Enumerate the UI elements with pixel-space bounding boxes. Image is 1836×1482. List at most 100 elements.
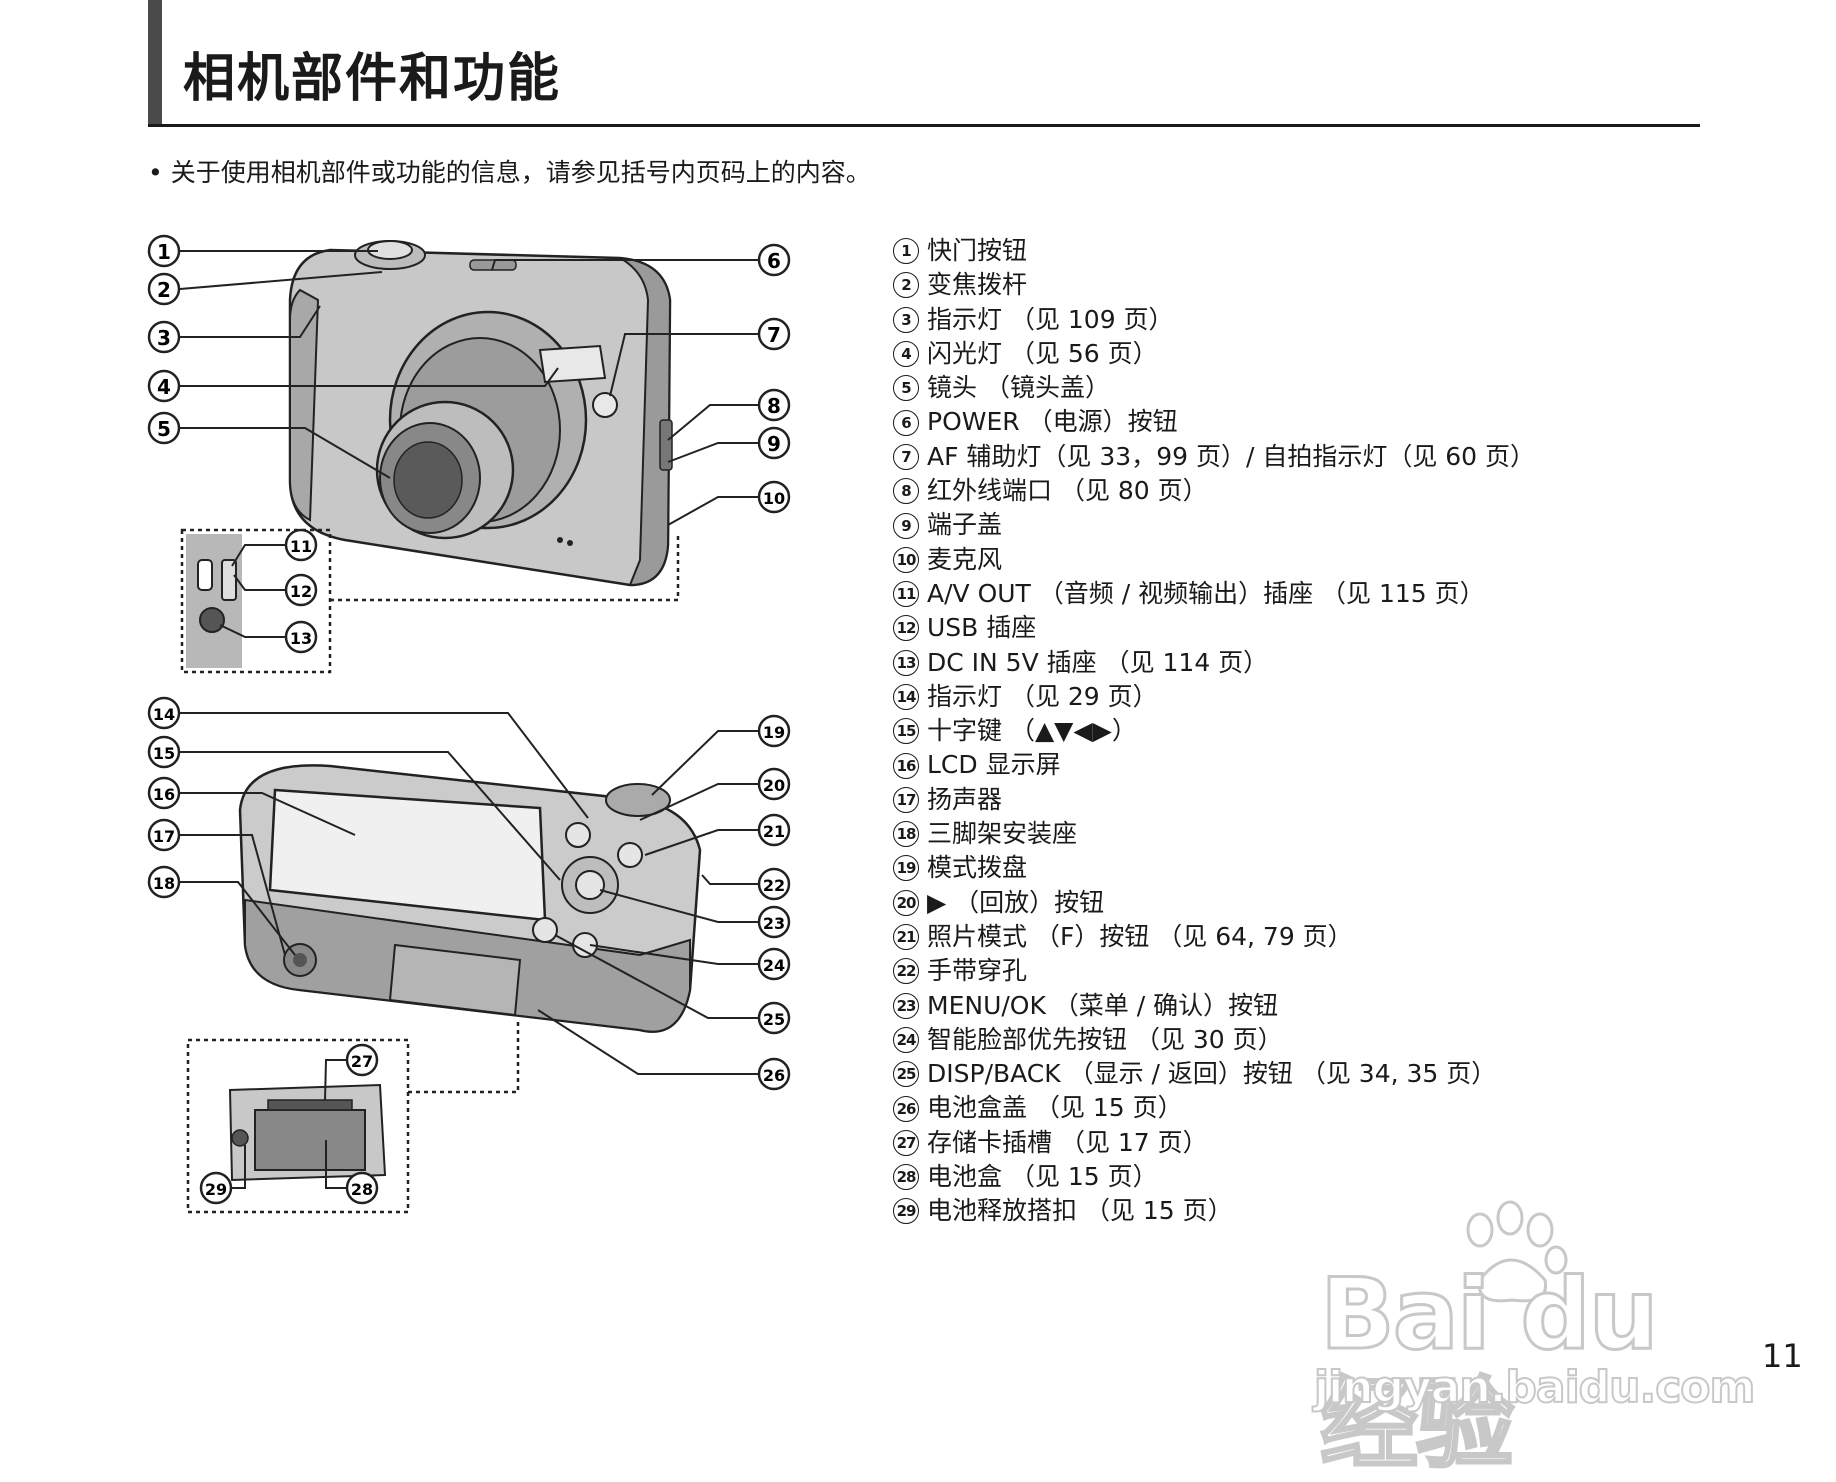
legend-number-badge: 16 <box>893 752 919 779</box>
svg-text:9: 9 <box>767 432 781 456</box>
legend-item: 1 快门按钮 <box>893 234 1535 268</box>
legend-item: 16 LCD 显示屏 <box>893 748 1535 782</box>
legend-item: 11 A/V OUT （音频 / 视频输出）插座 （见 115 页） <box>893 577 1535 611</box>
legend-item: 3 指示灯 （见 109 页） <box>893 303 1535 337</box>
callout-22: 22 <box>757 867 791 901</box>
legend-text: A/V OUT （音频 / 视频输出）插座 （见 115 页） <box>927 578 1485 608</box>
leader-lines <box>179 250 758 1189</box>
legend-text: 电池盒 （见 15 页） <box>927 1162 1158 1192</box>
legend-item: 10 麦克风 <box>893 543 1535 577</box>
legend-item: 14 指示灯 （见 29 页） <box>893 680 1535 714</box>
legend-text: 电池释放搭扣 （见 15 页） <box>927 1196 1233 1226</box>
legend-number-badge: 17 <box>893 786 919 813</box>
legend-number-badge: 22 <box>893 958 919 985</box>
legend-number-badge: 11 <box>893 581 919 608</box>
legend-text: 手带穿孔 <box>927 956 1028 986</box>
callout-18: 18 <box>147 865 181 899</box>
legend-text: 电池盒盖 （见 15 页） <box>927 1093 1183 1123</box>
title-accent-bar <box>148 0 162 126</box>
legend-text: 扬声器 <box>927 784 1003 814</box>
page-title: 相机部件和功能 <box>183 49 562 109</box>
callout-3: 3 <box>147 320 181 354</box>
legend-text: 端子盖 <box>927 510 1003 540</box>
callout-13: 13 <box>284 620 318 654</box>
legend-number-badge: 18 <box>893 821 919 848</box>
legend-text: LCD 显示屏 <box>927 750 1061 780</box>
legend-number-badge: 25 <box>893 1061 919 1088</box>
svg-text:22: 22 <box>763 876 785 895</box>
legend-text: 变焦拨杆 <box>927 270 1028 300</box>
callout-24: 24 <box>757 947 791 981</box>
legend-text: MENU/OK （菜单 / 确认）按钮 <box>927 990 1279 1020</box>
legend-text: DC IN 5V 插座 （见 114 页） <box>927 647 1269 677</box>
svg-text:21: 21 <box>763 822 785 841</box>
svg-text:17: 17 <box>153 827 175 846</box>
watermark-url: jingyan.baidu.com <box>1313 1361 1756 1414</box>
legend-text: 红外线端口 （见 80 页） <box>927 476 1208 506</box>
legend-item: 25 DISP/BACK （显示 / 返回）按钮 （见 34, 35 页） <box>893 1057 1535 1091</box>
legend-item: 20▶ （回放）按钮 <box>893 886 1535 920</box>
svg-text:27: 27 <box>351 1052 373 1071</box>
legend-number-badge: 2 <box>893 272 919 299</box>
legend-text: DISP/BACK （显示 / 返回）按钮 （见 34, 35 页） <box>927 1059 1497 1089</box>
svg-text:5: 5 <box>157 417 171 441</box>
legend-number-badge: 9 <box>893 512 919 539</box>
legend-text: 模式拨盘 <box>927 853 1028 883</box>
svg-text:20: 20 <box>763 776 785 795</box>
callout-9: 9 <box>757 426 791 460</box>
legend-text: 存储卡插槽 （见 17 页） <box>927 1127 1208 1157</box>
paw-logo-icon <box>1466 1200 1568 1303</box>
svg-text:28: 28 <box>351 1180 373 1199</box>
legend-number-badge: 3 <box>893 306 919 333</box>
page-number: 11 <box>1762 1337 1803 1375</box>
svg-text:14: 14 <box>153 705 175 724</box>
svg-text:2: 2 <box>157 278 171 302</box>
legend-text: 快门按钮 <box>927 236 1028 265</box>
camera-diagram: 1 2 3 4 5 6 7 8 9 10 11 12 13 14 15 16 1… <box>147 234 791 1214</box>
legend-text: 镜头 （镜头盖） <box>927 373 1110 403</box>
legend-text: 十字键 （▲▼◀▶） <box>927 716 1137 746</box>
callout-20: 20 <box>757 767 791 801</box>
callout-26: 26 <box>757 1057 791 1091</box>
legend-text: AF 辅助灯（见 33，99 页）/ 自拍指示灯（见 60 页） <box>927 441 1536 471</box>
battery-inset <box>186 1020 520 1214</box>
callout-10: 10 <box>757 480 791 514</box>
svg-text:4: 4 <box>157 375 171 399</box>
svg-text:6: 6 <box>767 249 781 273</box>
legend-number-badge: 12 <box>893 615 919 642</box>
callout-1: 1 <box>147 234 181 268</box>
title-rule <box>148 124 1700 127</box>
legend-number-badge: 14 <box>893 684 919 710</box>
legend-number-badge: 1 <box>893 238 919 265</box>
legend-text: 指示灯 （见 109 页） <box>927 304 1174 334</box>
callout-23: 23 <box>757 905 791 939</box>
svg-text:24: 24 <box>763 956 785 975</box>
legend-number-badge: 6 <box>893 409 919 436</box>
callout-markers: 1 2 3 4 5 6 7 8 9 10 11 12 13 14 15 16 1… <box>147 234 791 1205</box>
connector-inset <box>180 528 680 674</box>
legend-number-badge: 21 <box>893 924 919 951</box>
legend-item: 22 手带穿孔 <box>893 954 1535 988</box>
callout-2: 2 <box>147 272 181 306</box>
legend-number-badge: 20 <box>893 889 919 916</box>
svg-text:19: 19 <box>763 723 785 742</box>
camera-back-illustration <box>238 764 702 1033</box>
svg-text:25: 25 <box>763 1010 785 1029</box>
svg-text:12: 12 <box>290 582 312 601</box>
legend-text: 指示灯 （见 29 页） <box>927 681 1158 711</box>
callout-6: 6 <box>757 243 791 277</box>
callout-7: 7 <box>757 317 791 351</box>
legend-text: 麦克风 <box>927 544 1003 574</box>
legend-number-badge: 10 <box>893 546 919 573</box>
